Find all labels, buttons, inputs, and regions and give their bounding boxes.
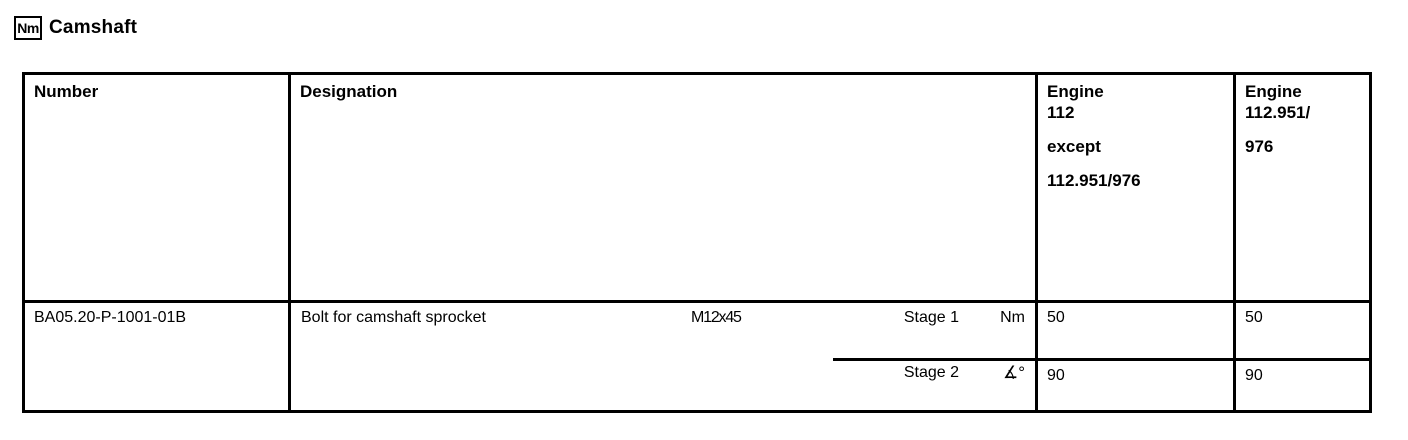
column-header-designation-label: Designation [300, 82, 398, 101]
stage-1-unit: Nm [1000, 309, 1025, 326]
stage-divider-line [833, 358, 1035, 361]
cell-engine-112951-976-values: 50 90 [1233, 303, 1369, 413]
page-title-block: Nm Camshaft [14, 16, 137, 40]
torque-spec-table: Number Designation Engine 112 except 112… [22, 72, 1372, 413]
cell-designation: Bolt for camshaft sprocket M12x45 Stage … [288, 303, 1035, 413]
page-title: Camshaft [49, 17, 138, 38]
column-header-engine-112-except: Engine 112 except 112.951/976 [1035, 75, 1233, 300]
engine-a-line-1: Engine [1047, 82, 1104, 101]
engine-a-stage-2-value: 90 [1038, 358, 1233, 413]
nm-unit-icon: Nm [14, 16, 42, 40]
column-header-number-label: Number [34, 82, 99, 101]
stage-2-label: Stage 2 [903, 364, 959, 381]
cell-engine-112-except-values: 50 90 [1035, 303, 1233, 413]
cell-part-number: BA05.20-P-1001-01B [25, 303, 288, 413]
stage-2-unit-angle-degrees: ∡° [1002, 363, 1025, 382]
engine-a-stage-1-value: 50 [1047, 309, 1065, 326]
table-header-row: Number Designation Engine 112 except 112… [25, 75, 1369, 303]
stage-2-row: Stage 2 ∡° [291, 358, 1035, 413]
thread-spacer [691, 358, 821, 363]
engine-a-line-4: 112.951/976 [1047, 171, 1141, 190]
stage-1-row: Bolt for camshaft sprocket M12x45 Stage … [291, 303, 1035, 358]
engine-b-stage-2-value: 90 [1236, 358, 1369, 413]
thread-size-value: M12x45 [691, 309, 742, 326]
engine-b-stage-1-value: 50 [1245, 309, 1263, 326]
part-number-value: BA05.20-P-1001-01B [34, 309, 187, 326]
engine-a-line-3: except [1047, 137, 1101, 156]
engine-a-line-2: 112 [1047, 103, 1075, 122]
engine-b-line-2: 112.951/ [1245, 103, 1311, 122]
designation-value: Bolt for camshaft sprocket [301, 309, 486, 326]
table-row: BA05.20-P-1001-01B Bolt for camshaft spr… [25, 303, 1369, 413]
column-header-engine-112951-976: Engine 112.951/ 976 [1233, 75, 1369, 300]
engine-b-line-1: Engine [1245, 82, 1302, 101]
designation-spacer [291, 358, 691, 363]
column-header-number: Number [25, 75, 288, 300]
engine-b-line-3: 976 [1245, 137, 1274, 156]
stage-1-label: Stage 1 [903, 309, 959, 326]
column-header-designation: Designation [288, 75, 1035, 300]
